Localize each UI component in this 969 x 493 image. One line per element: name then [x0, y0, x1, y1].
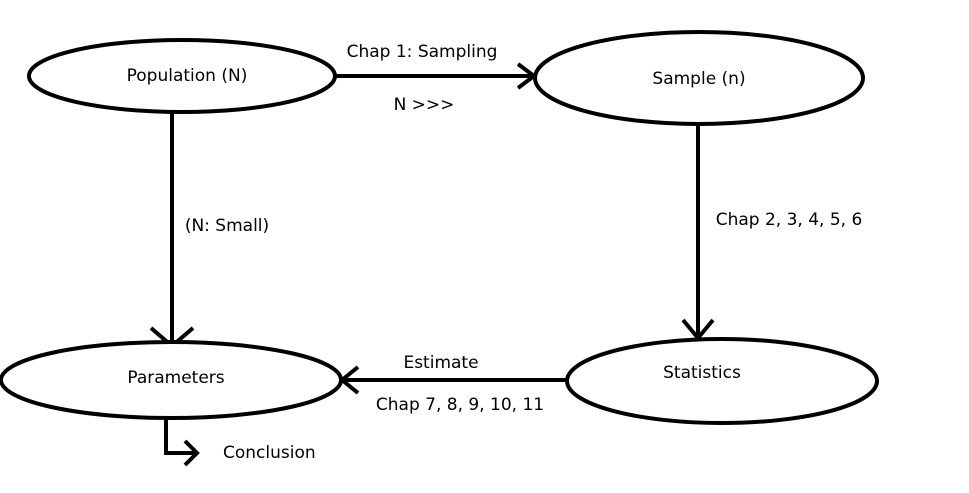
- node-parameters: Parameters: [0, 340, 343, 420]
- edge-population-to-sample: [336, 62, 538, 90]
- node-parameters-shape: [0, 340, 343, 420]
- edge-sample-to-statistics: [681, 125, 715, 342]
- node-parameters-label: Parameters: [127, 368, 224, 388]
- edge-label-conclusion: Conclusion: [223, 443, 316, 463]
- edge-label-estimate-top: Estimate: [403, 353, 478, 373]
- edge-label-sampling-bottom: N >>>: [394, 95, 455, 115]
- node-statistics-shape: [565, 337, 879, 425]
- edge-label-population-to-parameters: (N: Small): [185, 216, 269, 236]
- node-statistics-label: Statistics: [663, 363, 741, 383]
- node-sample: Sample (n): [533, 30, 865, 126]
- edge-label-sampling-top: Chap 1: Sampling: [347, 42, 498, 62]
- edge-label-sample-to-statistics: Chap 2, 3, 4, 5, 6: [716, 210, 863, 230]
- node-statistics: Statistics: [565, 337, 879, 425]
- node-sample-shape: [533, 30, 865, 126]
- node-population-shape: [27, 38, 337, 114]
- edge-parameters-to-conclusion: [164, 416, 200, 467]
- node-sample-label: Sample (n): [652, 69, 745, 89]
- edge-label-estimate-bottom: Chap 7, 8, 9, 10, 11: [376, 395, 544, 415]
- edge-parameters-to-conclusion-line: [164, 416, 197, 455]
- node-population: Population (N): [27, 38, 337, 114]
- node-population-label: Population (N): [127, 66, 248, 86]
- edge-parameters-to-conclusion-arrowhead: [183, 439, 200, 467]
